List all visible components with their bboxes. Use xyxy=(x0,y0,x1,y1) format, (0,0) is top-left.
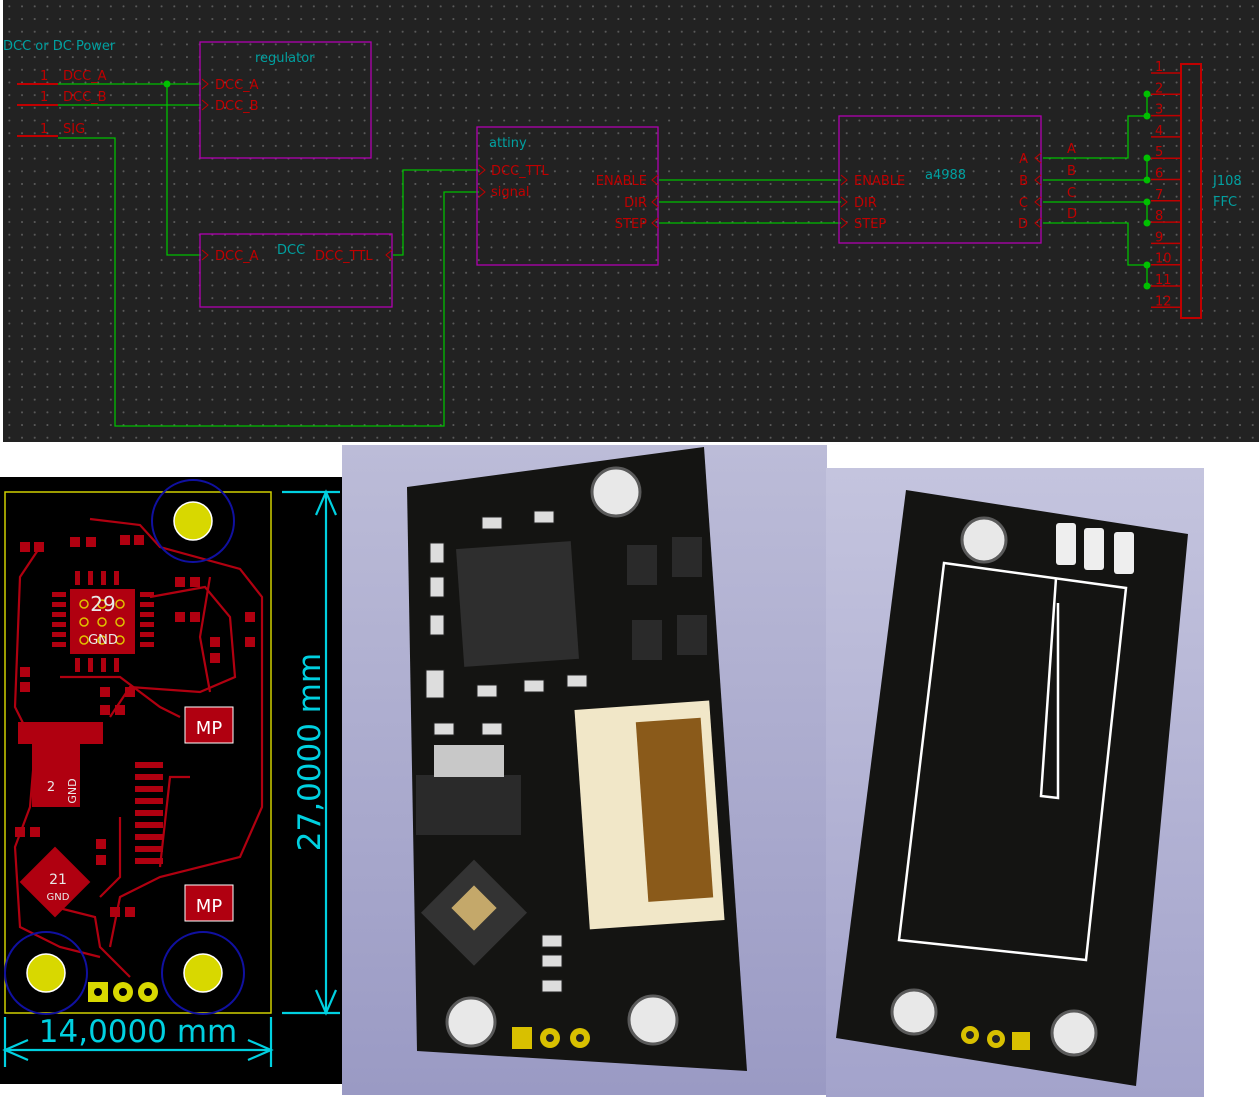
a4988-pin-dir: DIR xyxy=(854,196,877,211)
ic-qfn-bottom: 21 GND xyxy=(19,846,91,918)
conn-pin-1: 1 xyxy=(40,69,48,84)
ffc-pin-number: 6 xyxy=(1155,167,1163,182)
header-pins-bottom xyxy=(961,1026,1030,1050)
passive-pads xyxy=(15,535,255,917)
dimension-lines xyxy=(2,489,340,1067)
board-bottom xyxy=(836,490,1188,1086)
silkscreen-outline xyxy=(897,561,1128,962)
ic-qfn-top: 29 GND xyxy=(52,571,154,672)
attiny-pin-enable: ENABLE xyxy=(596,174,647,189)
svg-text:MP: MP xyxy=(196,896,223,917)
attiny-pin-dir: DIR xyxy=(624,196,647,211)
ffc-cable xyxy=(635,717,714,902)
schematic-canvas: DCC or DC Power 1 DCC_A 1 DCC_B 1 SIG xyxy=(3,39,1242,427)
ic-2-net: GND xyxy=(66,778,79,803)
power-note: DCC or DC Power xyxy=(3,39,116,54)
ic-21-number: 21 xyxy=(49,872,67,888)
a4988-pin-enable: ENABLE xyxy=(854,174,905,189)
sheet-regulator[interactable]: regulator DCC_A DCC_B xyxy=(199,41,372,159)
svg-text:MP: MP xyxy=(196,718,223,739)
chip-regulator xyxy=(416,775,521,835)
height-dimension: 27,0000 mm xyxy=(292,653,328,851)
sheet-dcc-name: DCC xyxy=(277,243,305,258)
a4988-pin-c: C xyxy=(1019,196,1028,211)
pcb-layout-panel: 29 GND 2 GND 21 GND MP MP xyxy=(0,477,365,1084)
ffc-pin-number: 3 xyxy=(1155,103,1163,118)
conn-net-dcc-b: DCC_B xyxy=(63,90,107,105)
regulator-pin-dcc-b: DCC_B xyxy=(215,99,259,114)
ic-2-number: 2 xyxy=(47,780,55,795)
ffc-pin-number: 8 xyxy=(1155,209,1163,224)
board-outline xyxy=(4,491,272,1014)
chip-mcu xyxy=(456,541,579,667)
attiny-pin-dcc-ttl: DCC_TTL xyxy=(491,164,549,179)
ic-29-number: 29 xyxy=(90,592,115,616)
a4988-pin-a: A xyxy=(1019,152,1028,167)
mp-pad-top: MP xyxy=(184,706,234,744)
conn-net-sig: SIG xyxy=(63,122,85,137)
ffc-pin-number: 7 xyxy=(1155,188,1163,203)
so-package xyxy=(135,762,163,864)
a4988-pin-step: STEP xyxy=(854,217,886,232)
smd-passives xyxy=(425,510,588,993)
board-holes-top xyxy=(445,466,679,1048)
wire-label-d: D xyxy=(1067,207,1077,222)
ffc-pin-number: 12 xyxy=(1155,294,1172,309)
header-pins xyxy=(88,982,158,1002)
bottom-pads xyxy=(1056,523,1134,574)
header-pins-top xyxy=(512,1027,590,1049)
wire-label-b: B xyxy=(1067,164,1076,179)
render-bottom-canvas xyxy=(836,490,1188,1086)
mounting-holes xyxy=(4,479,245,1015)
pcb-canvas: 29 GND 2 GND 21 GND MP MP xyxy=(2,479,340,1067)
sheet-dcc[interactable]: DCC DCC_A DCC_TTL xyxy=(199,233,393,308)
attiny-pin-signal: signal xyxy=(491,185,529,200)
schematic-panel: DCC or DC Power 1 DCC_A 1 DCC_B 1 SIG xyxy=(3,0,1259,442)
conn-pin-2: 1 xyxy=(40,90,48,105)
ffc-pin-number: 1 xyxy=(1155,60,1163,75)
ffc-pin-number: 2 xyxy=(1155,81,1163,96)
width-dimension: 14,0000 mm xyxy=(39,1014,237,1050)
sheet-a4988-name: a4988 xyxy=(925,168,966,183)
sheet-a4988[interactable]: a4988 ENABLE DIR STEP A B C D xyxy=(838,115,1042,244)
regulator-tab xyxy=(434,745,504,777)
conn-pin-3: 1 xyxy=(40,122,48,137)
render-top-canvas xyxy=(407,447,747,1071)
regulator-pin-dcc-a: DCC_A xyxy=(215,78,259,93)
ic-29-net: GND xyxy=(88,633,118,648)
ffc-pin-number: 10 xyxy=(1155,252,1172,267)
wire-label-c: C xyxy=(1067,186,1076,201)
render-bottom-panel xyxy=(826,468,1204,1097)
copper-traces xyxy=(13,517,264,978)
wire-label-a: A xyxy=(1067,142,1076,157)
ffc-value: FFC xyxy=(1213,195,1237,210)
smd-transistors xyxy=(627,537,707,660)
a4988-pin-b: B xyxy=(1019,174,1028,189)
sheet-regulator-name: regulator xyxy=(255,51,315,66)
attiny-pin-step: STEP xyxy=(615,217,647,232)
connector-stubs xyxy=(17,83,58,137)
ffc-pin-number: 9 xyxy=(1155,230,1163,245)
ffc-pin-number: 5 xyxy=(1155,145,1163,160)
ffc-ref: J108 xyxy=(1212,174,1242,189)
junctions xyxy=(163,80,1151,290)
sheet-attiny[interactable]: attiny DCC_TTL signal ENABLE DIR STEP xyxy=(476,126,659,266)
ffc-pin-number: 4 xyxy=(1155,124,1163,139)
mp-pad-bottom: MP xyxy=(184,884,234,922)
dcc-pin-dcc-ttl: DCC_TTL xyxy=(315,249,373,264)
ffc-pin-number: 11 xyxy=(1155,273,1172,288)
sheet-attiny-name: attiny xyxy=(489,136,527,151)
silkscreen-slot xyxy=(1039,577,1060,800)
board-holes-bottom xyxy=(890,516,1098,1057)
wires xyxy=(58,83,1148,427)
ic-21-net: GND xyxy=(47,892,70,903)
render-top-panel xyxy=(342,445,827,1095)
conn-net-dcc-a: DCC_A xyxy=(63,69,107,84)
ic-regulator: 2 GND xyxy=(18,722,103,807)
a4988-pin-d: D xyxy=(1018,217,1028,232)
dcc-pin-dcc-a: DCC_A xyxy=(215,249,259,264)
